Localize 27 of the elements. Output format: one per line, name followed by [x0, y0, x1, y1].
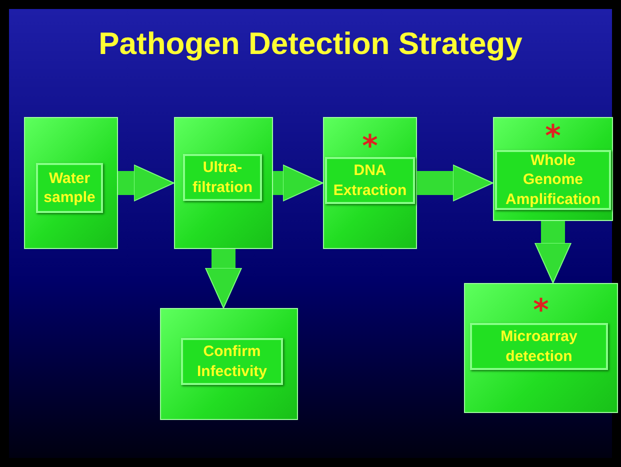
process-box — [36, 163, 103, 213]
block-arrow — [417, 164, 494, 202]
step-label: Whole Genome Amplification — [504, 150, 602, 210]
block-arrow — [273, 164, 324, 202]
step-label: Confirm Infectivity — [196, 342, 268, 381]
panel-box — [160, 308, 298, 420]
title: Pathogen Detection Strategy — [98, 26, 524, 62]
asterisk-mark: * — [361, 132, 379, 162]
step-label: Ultra-filtration — [192, 158, 254, 197]
block-arrow — [534, 221, 572, 284]
process-box — [181, 338, 283, 385]
step-label: DNA Extraction — [332, 161, 408, 200]
asterisk-mark: * — [532, 296, 550, 326]
step-label: Microarray detection — [500, 327, 578, 366]
process-box — [495, 150, 611, 210]
process-box — [325, 157, 415, 204]
panel-box — [174, 117, 273, 249]
process-box — [183, 154, 262, 201]
panel-box — [464, 283, 618, 413]
panel-box — [323, 117, 417, 249]
asterisk-mark: * — [544, 122, 562, 152]
step-label: Water sample — [42, 168, 96, 208]
panel-box — [493, 117, 613, 221]
process-box — [470, 323, 608, 370]
block-arrow — [118, 164, 174, 202]
block-arrow — [205, 249, 242, 308]
panel-box — [24, 117, 118, 249]
